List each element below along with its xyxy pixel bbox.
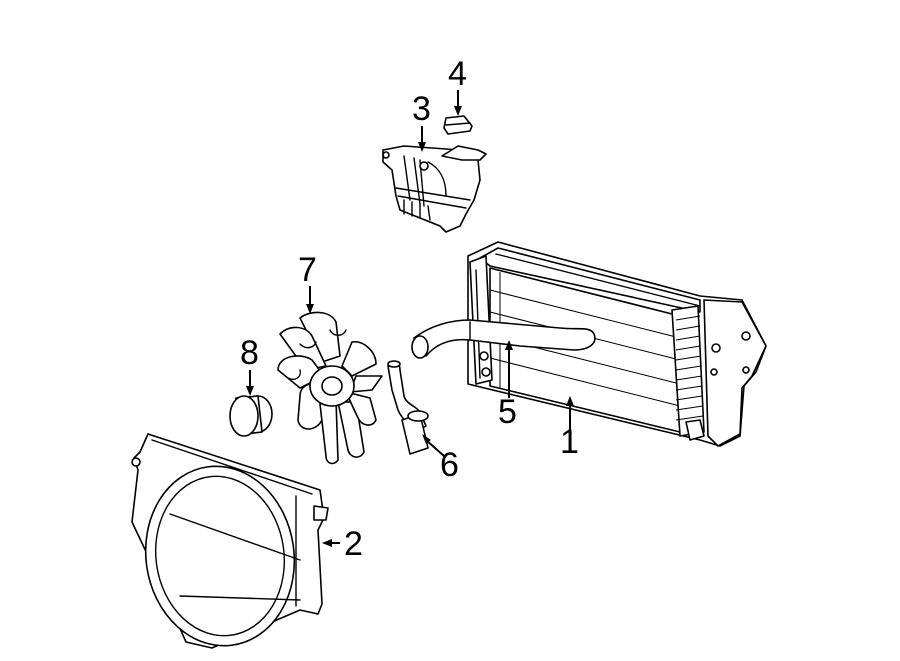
callout-1-number: 1	[560, 423, 579, 461]
callout-1: 1	[560, 396, 579, 461]
callout-5-number: 5	[498, 393, 517, 431]
callout-2: 2	[322, 525, 363, 563]
coolant-reservoir	[382, 145, 487, 233]
cooling-fan	[277, 311, 383, 465]
callout-3: 3	[412, 90, 431, 152]
lower-radiator-hose	[387, 360, 429, 455]
upper-radiator-hose	[411, 319, 596, 359]
callout-7-number: 7	[298, 251, 317, 289]
fan-shroud	[131, 433, 329, 649]
callout-5: 5	[498, 340, 517, 431]
fan-clutch	[229, 395, 273, 437]
radiator	[467, 241, 767, 447]
reservoir-cap	[443, 115, 473, 135]
callout-3-number: 3	[412, 90, 431, 128]
callout-8-number: 8	[240, 334, 259, 372]
callout-8: 8	[240, 334, 259, 396]
callout-4: 4	[448, 55, 467, 116]
callout-6-number: 6	[440, 446, 459, 484]
callout-7: 7	[298, 251, 317, 314]
callout-4-number: 4	[448, 55, 467, 93]
callout-2-number: 2	[344, 525, 363, 563]
callout-6: 6	[422, 434, 459, 484]
